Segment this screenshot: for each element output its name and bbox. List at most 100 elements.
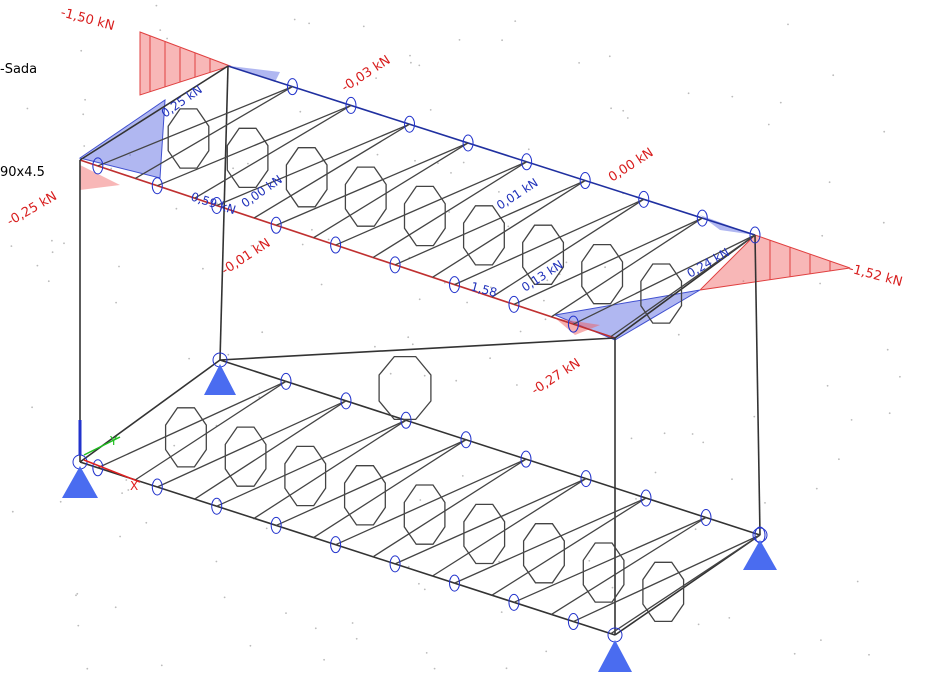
section-octagon — [463, 503, 506, 565]
top-edge-back — [227, 65, 756, 236]
hinge-icon — [700, 509, 712, 526]
section-octagon — [224, 426, 267, 487]
force-label: -0,03 kN — [339, 53, 393, 96]
bracing — [97, 86, 761, 635]
column-4 — [754, 234, 761, 536]
moment-hatch-lines — [149, 36, 831, 280]
hinge-icon — [211, 196, 223, 214]
pinned-support-icon[interactable] — [204, 352, 236, 395]
top-edge-front — [79, 159, 616, 339]
brace-line — [372, 458, 527, 558]
hinge-icons — [92, 78, 766, 631]
force-label: -0,27 kN — [529, 356, 583, 399]
force-label: 1,58 — [469, 279, 498, 299]
brace-line — [194, 104, 352, 199]
force-label: -0,01 kN — [219, 236, 273, 279]
hinge-icon — [567, 315, 579, 333]
section-octagon — [581, 243, 624, 305]
section-octagon — [164, 407, 207, 468]
column-2 — [219, 65, 229, 361]
brace-line — [335, 161, 527, 246]
hinge-icon — [345, 96, 357, 114]
hinge-icon — [508, 593, 520, 611]
brace-line — [372, 161, 527, 259]
brace-line — [335, 458, 527, 546]
hinge-icon — [211, 497, 223, 515]
force-label: 0,13 kN — [519, 257, 566, 294]
moment-area-red-left — [139, 31, 232, 96]
hinge-icon — [270, 216, 282, 234]
hinge-icon — [580, 470, 592, 488]
force-label: 0,01 kN — [494, 175, 541, 212]
force-label: 0,00 kN — [606, 145, 656, 185]
moment-area-red-right — [698, 234, 851, 291]
hinge-icon — [449, 276, 460, 294]
top-edge-left — [79, 65, 229, 161]
brace-line — [454, 198, 645, 286]
hinge-icon — [92, 157, 104, 175]
hinge-icon — [280, 372, 292, 390]
hinge-icon — [749, 226, 761, 244]
hinge-icon — [638, 190, 650, 208]
brace-line — [491, 198, 645, 298]
brace-line — [216, 419, 407, 507]
force-labels: -1,50 kN 0,25 kN -0,03 kN -0,25 kN 0,59 … — [5, 5, 905, 398]
section-octagon — [167, 108, 210, 169]
hinge-icon — [462, 134, 474, 152]
hinge-icon — [286, 78, 298, 96]
supports[interactable] — [62, 352, 777, 672]
brace-line — [610, 234, 756, 338]
brace-line — [454, 497, 647, 584]
hinge-icon — [404, 115, 416, 133]
bottom-edge-front — [79, 461, 616, 636]
hinge-icon — [270, 516, 282, 534]
brace-line — [134, 380, 287, 481]
brace-line — [97, 86, 293, 167]
force-label: -1,52 kN — [847, 261, 904, 290]
section-octagon — [462, 205, 505, 266]
brace-line — [573, 234, 756, 325]
section-octagon — [226, 127, 269, 189]
hinge-icon — [579, 172, 591, 190]
section-octagon — [285, 147, 328, 208]
section-octagon — [522, 224, 565, 285]
frame[interactable] — [79, 65, 761, 636]
pinned-support-icon[interactable] — [743, 527, 777, 570]
hinge-icon — [389, 256, 401, 274]
hinge-icon — [520, 450, 532, 468]
brace-line — [275, 142, 469, 226]
hinge-icon — [508, 295, 520, 313]
grid-dots — [10, 4, 901, 670]
brace-line — [157, 400, 347, 488]
brace-line — [394, 179, 586, 266]
section-octagon — [344, 166, 387, 227]
hinge-icon — [151, 177, 163, 195]
brace-line — [253, 123, 410, 219]
brace-line — [432, 478, 587, 577]
section-octagon — [522, 523, 565, 584]
brace-line — [491, 497, 647, 596]
hinge-icon — [696, 209, 708, 227]
brace-line — [610, 534, 761, 635]
hinge-icon — [567, 613, 579, 631]
hinge-icon — [521, 153, 533, 171]
brace-line — [394, 478, 587, 565]
hinge-icon — [389, 555, 401, 573]
svg-text:X: X — [130, 479, 138, 493]
brace-line — [194, 400, 347, 500]
section-octagon — [378, 355, 432, 421]
section-octagon — [343, 465, 386, 526]
diagonal-brace — [219, 337, 616, 361]
force-label: 0,25 kN — [159, 82, 205, 120]
brace-line — [551, 516, 707, 615]
brace-line — [313, 439, 467, 539]
bottom-edge-back — [219, 359, 761, 536]
pinned-support-icon[interactable] — [598, 627, 632, 672]
hinge-icon — [340, 392, 352, 410]
hinge-icon — [330, 236, 342, 254]
hinge-icon — [460, 431, 472, 449]
brace-line — [513, 217, 703, 305]
hinge-icon — [330, 536, 342, 554]
